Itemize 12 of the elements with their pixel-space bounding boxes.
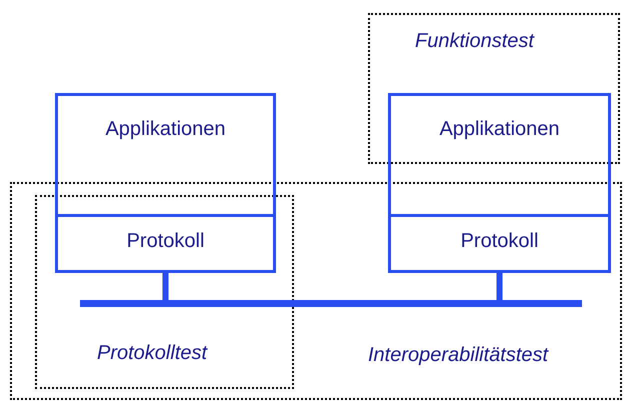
test-area	[368, 13, 620, 164]
connector-line	[496, 273, 502, 300]
area-label: Funktionstest	[415, 30, 534, 53]
area-label: Interoperabilitätstest	[368, 344, 548, 367]
connector-line	[162, 273, 168, 300]
area-label: Protokolltest	[97, 342, 208, 365]
test-area	[10, 182, 622, 400]
layer-box: Applikationen	[55, 93, 276, 217]
layer-box: Applikationen	[388, 93, 611, 217]
layer-box: Protokoll	[388, 214, 611, 273]
layer-box: Protokoll	[55, 214, 276, 273]
bus-bar	[80, 300, 582, 307]
